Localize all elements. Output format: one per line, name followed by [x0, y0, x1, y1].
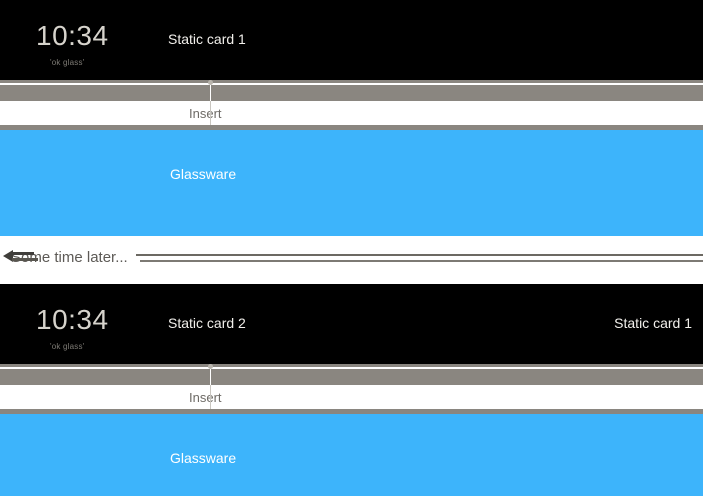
glassware-label-2: Glassware: [170, 450, 237, 466]
time-separator-rule-lower: [140, 260, 703, 262]
glassware-panel-1: Glassware: [0, 130, 703, 236]
static-card-2-label: Static card 2: [168, 315, 246, 331]
time-separator-rule-upper: [136, 254, 703, 256]
insert-row-2: Insert: [0, 385, 703, 409]
glassware-panel-2: Glassware: [0, 414, 703, 496]
divider-band-bottom-2: [0, 409, 703, 414]
clock-time-2: 10:34: [36, 304, 109, 335]
insert-node-dot-2[interactable]: [208, 364, 213, 369]
glassware-label-1: Glassware: [170, 166, 237, 182]
insert-node-marker-1[interactable]: [210, 80, 211, 102]
insert-node-line-2: [210, 385, 211, 409]
insert-row-1: Insert: [0, 101, 703, 125]
divider-band-main-1: [0, 85, 703, 101]
ok-glass-hint: 'ok glass': [50, 58, 85, 67]
static-card-1-label-2: Static card 1: [614, 315, 692, 331]
divider-band-top-2: [0, 364, 703, 367]
time-separator-label: Some time later...: [11, 249, 128, 266]
timeline-card-strip-2: 10:34 'ok glass' Static card 2 Static ca…: [0, 284, 703, 364]
insert-node-marker-2[interactable]: [210, 364, 211, 386]
divider-band-bottom-1: [0, 125, 703, 130]
divider-band-main-2: [0, 369, 703, 385]
time-separator: Some time later...: [0, 236, 703, 280]
static-card-1-label: Static card 1: [168, 31, 246, 47]
divider-band-top-1: [0, 80, 703, 83]
insert-node-dot-1[interactable]: [208, 80, 213, 85]
ok-glass-hint-2: 'ok glass': [50, 342, 85, 351]
insert-node-line-1: [210, 101, 211, 125]
left-arrow-tail2-icon: [12, 258, 38, 261]
left-arrow-tail-icon: [12, 252, 34, 255]
timeline-card-strip-1: 10:34 'ok glass' Static card 1: [0, 0, 703, 80]
divider-hairline-2: [0, 367, 703, 369]
clock-time: 10:34: [36, 20, 109, 51]
insert-label-1[interactable]: Insert: [189, 106, 222, 121]
insert-label-2[interactable]: Insert: [189, 390, 222, 405]
left-arrow-icon: [3, 250, 13, 262]
divider-hairline-1: [0, 83, 703, 85]
